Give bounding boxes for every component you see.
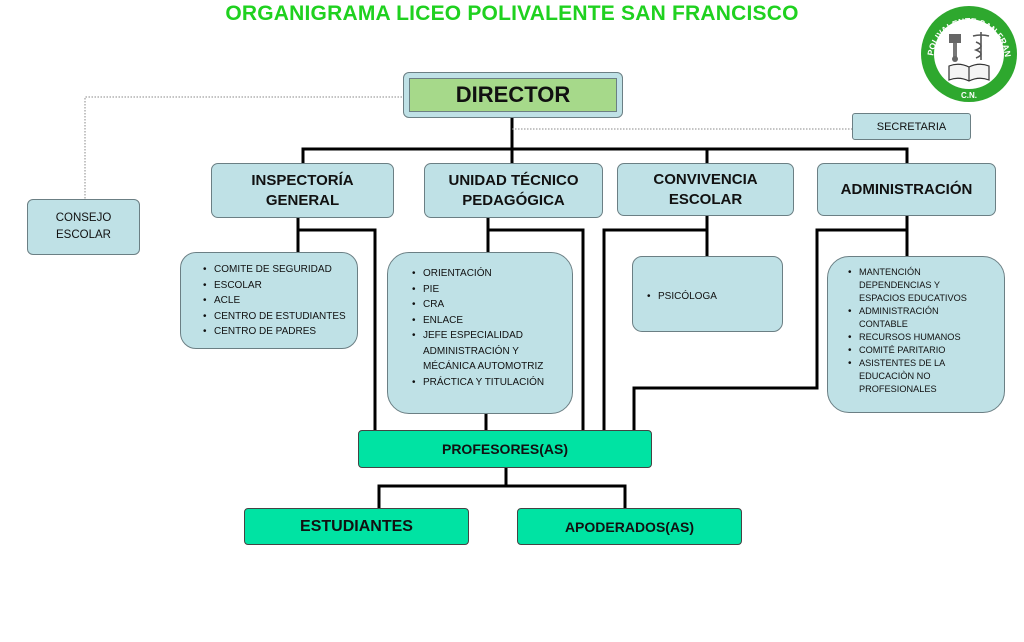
list-item: COMITE DE SEGURIDAD <box>201 262 346 278</box>
administracion-list: MANTENCIÓN DEPENDENCIAS Y ESPACIOS EDUCA… <box>846 266 986 396</box>
list-item: ESCOLAR <box>201 278 346 294</box>
logo-bottom-text: C.N. <box>961 91 977 100</box>
inspectoria-label: INSPECTORÍA GENERAL <box>251 171 354 209</box>
list-item: CENTRO DE PADRES <box>201 324 346 340</box>
caduceus-icon <box>972 32 990 60</box>
list-item: CENTRO DE ESTUDIANTES <box>201 309 346 325</box>
utp-box: UNIDAD TÉCNICO PEDAGÓGICA <box>424 163 603 218</box>
book-icon <box>948 63 990 82</box>
secretaria-label: SECRETARIA <box>876 120 947 133</box>
list-item: ORIENTACIÓN <box>410 266 560 282</box>
convivencia-list-box: PSICÓLOGA <box>632 256 783 332</box>
school-logo: LICEO POLIVALENTE SAN FRANCISCO C.N. <box>916 0 1019 104</box>
inspectoria-box: INSPECTORÍA GENERAL <box>211 163 394 218</box>
inspectoria-list-box: COMITE DE SEGURIDADESCOLARACLECENTRO DE … <box>180 252 358 349</box>
list-item: PSICÓLOGA <box>645 289 717 305</box>
consejo-escolar-label: CONSEJO ESCOLAR <box>55 212 112 241</box>
piston-icon <box>949 34 961 62</box>
list-item: MANTENCIÓN DEPENDENCIAS Y ESPACIOS EDUCA… <box>846 266 986 305</box>
estudiantes-box: ESTUDIANTES <box>244 508 469 545</box>
utp-list: ORIENTACIÓNPIECRAENLACEJEFE ESPECIALIDAD… <box>410 266 560 390</box>
list-item: ACLE <box>201 293 346 309</box>
list-item: RECURSOS HUMANOS <box>846 331 986 344</box>
list-item: ASISTENTES DE LA EDUCACIÒN NO PROFESIONA… <box>846 357 986 396</box>
profesores-label: PROFESORES(AS) <box>441 441 568 457</box>
director-box: DIRECTOR <box>409 78 617 112</box>
administracion-list-box: MANTENCIÓN DEPENDENCIAS Y ESPACIOS EDUCA… <box>827 256 1005 413</box>
convivencia-label: CONVIVENCIA ESCOLAR <box>653 170 758 208</box>
secretaria-box: SECRETARIA <box>852 113 971 140</box>
director-box-outer: DIRECTOR <box>403 72 623 118</box>
list-item: JEFE ESPECIALIDAD ADMINISTRACIÓN Y MÉCÁN… <box>410 328 560 375</box>
estudiantes-label: ESTUDIANTES <box>300 517 413 535</box>
list-item: PIE <box>410 282 560 298</box>
administracion-label: ADMINISTRACIÓN <box>840 180 973 198</box>
utp-list-box: ORIENTACIÓNPIECRAENLACEJEFE ESPECIALIDAD… <box>387 252 573 414</box>
utp-label: UNIDAD TÉCNICO PEDAGÓGICA <box>448 171 579 209</box>
list-item: PRÁCTICA Y TITULACIÓN <box>410 375 560 391</box>
chart-title: ORGANIGRAMA LICEO POLIVALENTE SAN FRANCI… <box>225 2 799 25</box>
list-item: CRA <box>410 297 560 313</box>
list-item: COMITÉ PARITARIO <box>846 344 986 357</box>
apoderados-label: APODERADOS(AS) <box>564 518 695 535</box>
profesores-box: PROFESORES(AS) <box>358 430 652 468</box>
consejo-escolar-box: CONSEJO ESCOLAR <box>27 199 140 255</box>
convivencia-list: PSICÓLOGA <box>645 289 717 305</box>
director-label: DIRECTOR <box>455 82 571 107</box>
list-item: ENLACE <box>410 313 560 329</box>
inspectoria-list: COMITE DE SEGURIDADESCOLARACLECENTRO DE … <box>201 262 346 340</box>
list-item: ADMINISTRACIÓN CONTABLE <box>846 305 986 331</box>
convivencia-box: CONVIVENCIA ESCOLAR <box>617 163 794 216</box>
administracion-box: ADMINISTRACIÓN <box>817 163 996 216</box>
apoderados-box: APODERADOS(AS) <box>517 508 742 545</box>
